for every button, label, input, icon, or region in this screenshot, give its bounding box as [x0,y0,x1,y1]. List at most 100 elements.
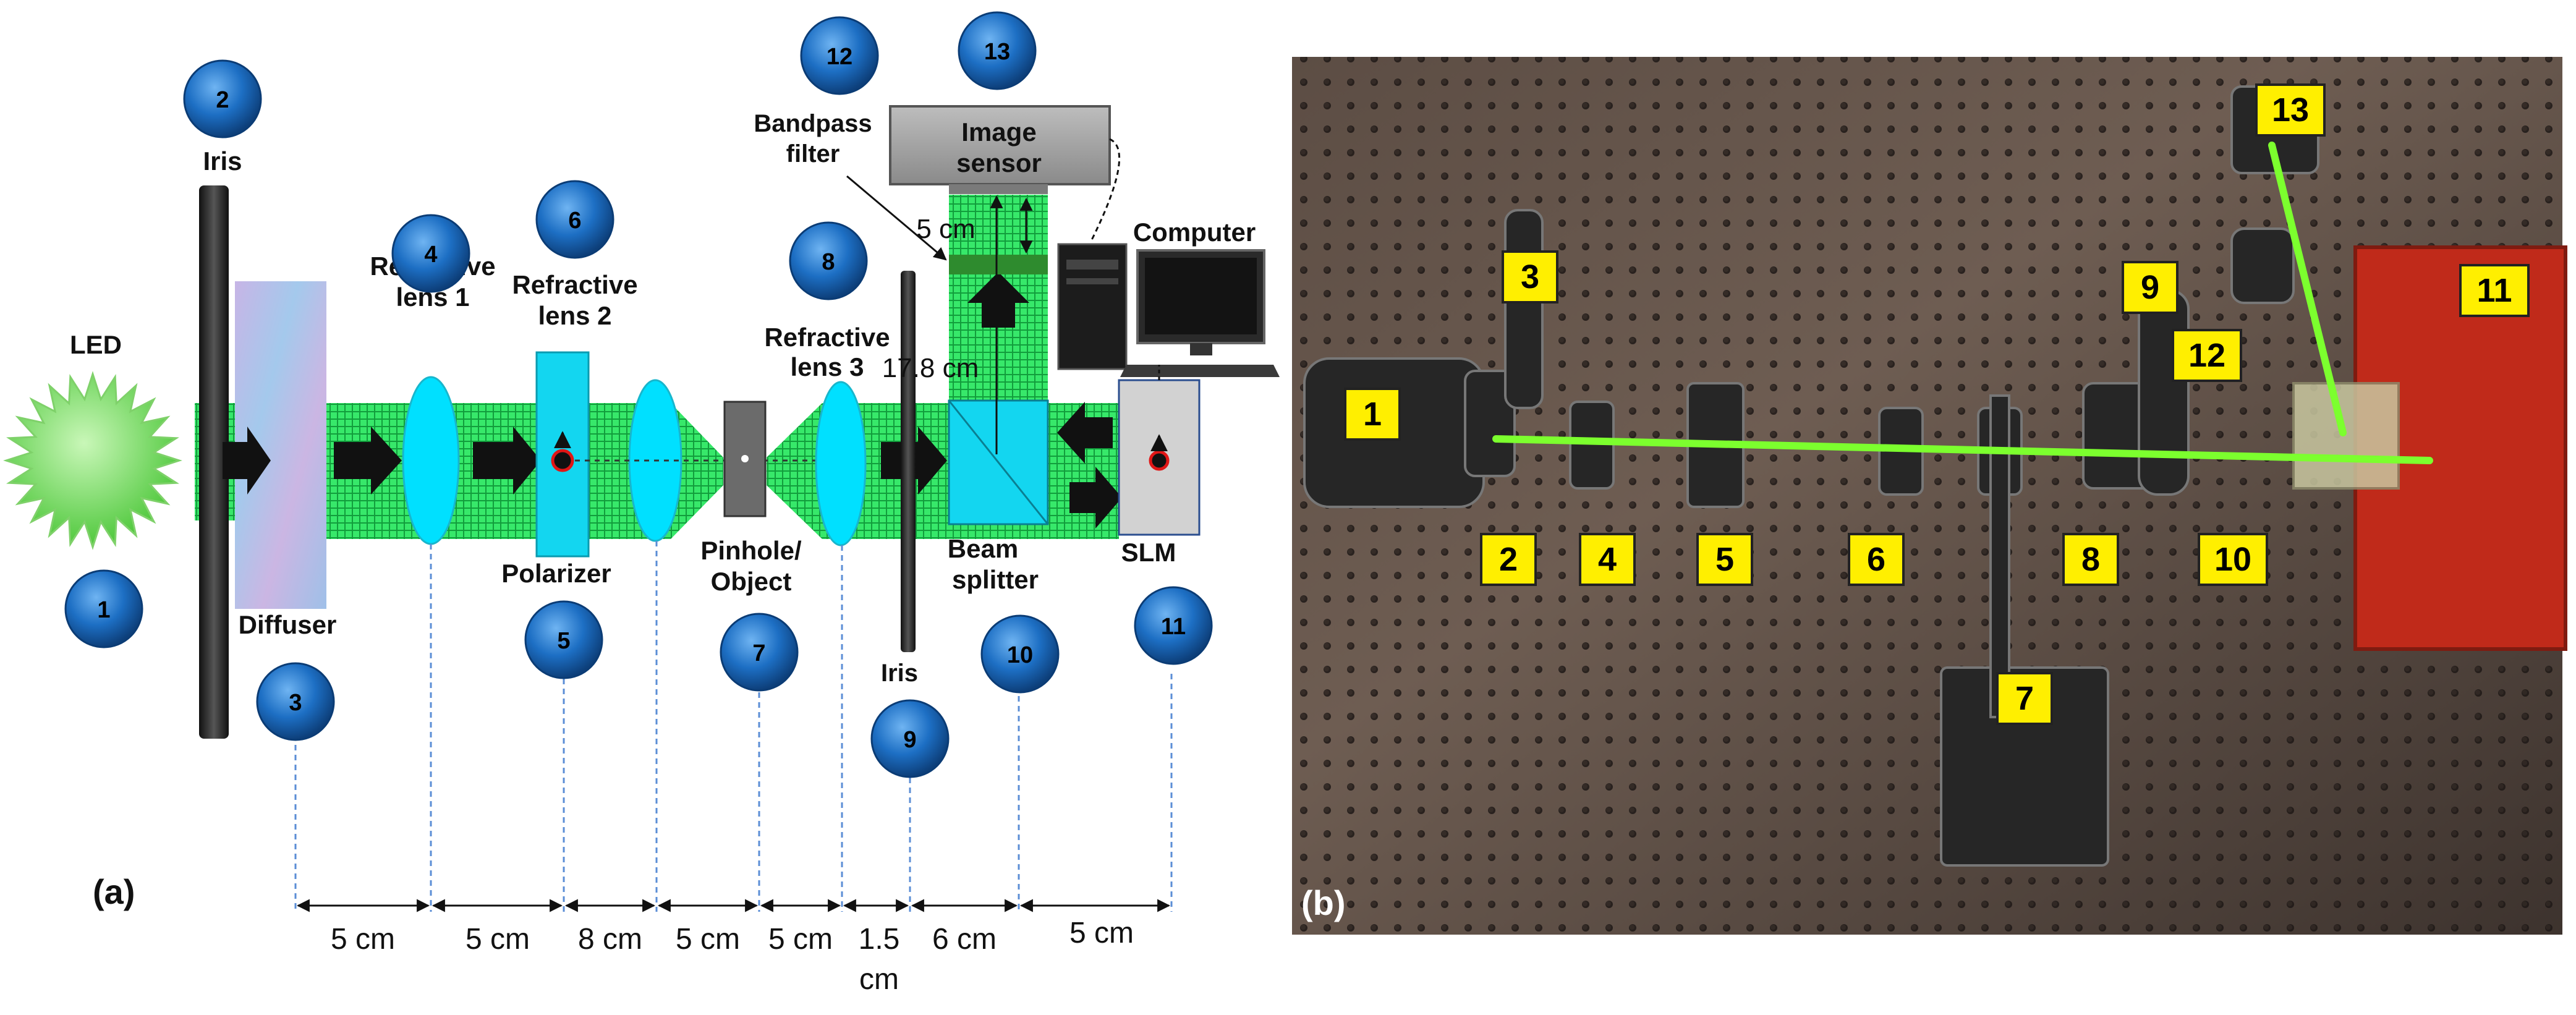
photo-tag-2: 2 [1480,533,1537,586]
beam-splitter-label-line1: Beam [948,534,1018,563]
arrow-up-icon [967,272,1029,328]
photo-tag-number: 2 [1499,541,1518,578]
arrow-icon [473,427,541,495]
reference-lines [294,541,1173,912]
dim-bs-filter-label: 17.8 cm [882,353,979,383]
lens3-label-line1: Refractive [764,323,890,352]
photo-tag-number: 5 [1715,541,1734,578]
computer-label: Computer [1133,218,1256,247]
badge-number: 4 [424,242,437,268]
distance-label: 1.5 [859,923,900,956]
badge-12: 12 [800,16,879,95]
beam-splitter-diagonal [948,400,1049,525]
photo-tag-9: 9 [2122,261,2179,314]
beam-diverge [767,403,822,539]
bandpass-pointer [846,175,947,261]
photo-tag-number: 6 [1867,541,1885,578]
badge-8: 8 [789,221,868,300]
distance-label-unit: cm [859,963,899,996]
photo-tag-13: 13 [2255,83,2326,137]
polarizer-marker [551,449,574,472]
photo-tag-number: 9 [2141,269,2159,306]
badge-13: 13 [958,11,1037,90]
led-label: LED [70,330,122,359]
badge-5: 5 [524,600,603,679]
refractive-lens-3 [815,381,867,546]
distance-label: 5 cm [676,923,740,956]
photo-tag-number: 3 [1521,258,1539,295]
photo-tag-number: 4 [1598,541,1617,578]
photo-tag-7: 7 [1996,672,2053,725]
badge-number: 9 [903,727,916,753]
distance-label: 5 cm [331,923,395,956]
badge-2: 2 [183,59,262,138]
photo-tag-number: 8 [2081,541,2100,578]
photo-tag-number: 10 [2214,541,2251,578]
photo-tag-11: 11 [2459,264,2530,317]
beam-splitter-cube [2292,382,2400,490]
badge-number: 8 [822,249,835,275]
led-star-icon [3,371,182,550]
computer-icon [1057,243,1280,377]
distance-label: 8 cm [578,923,642,956]
dim-filter-sensor-label: 5 cm [916,214,975,244]
photo-tag-4: 4 [1579,533,1636,586]
bandpass-filter [949,255,1048,274]
lens2-label-line1: Refractive [512,270,637,299]
badge-11: 11 [1134,586,1213,665]
pinhole-aperture [741,455,749,462]
arrow-left-icon [1057,402,1113,464]
pinhole-label-line2: Object [711,567,792,596]
photo-tag-number: 11 [2476,272,2512,309]
iris-right-label: Iris [881,660,918,687]
photo-tag-number: 7 [2015,680,2034,717]
iris-left [199,185,229,739]
slm-label: SLM [1121,538,1176,567]
iris-left-label: Iris [203,147,242,176]
badge-6: 6 [535,180,614,259]
badge-9: 9 [870,699,950,778]
lens3-label-line2: lens 3 [790,352,864,381]
laser-beam [1492,435,2433,464]
badge-number: 13 [984,39,1010,65]
badge-number: 7 [752,640,765,666]
beam-converge [671,403,723,539]
pinhole-label-line1: Pinhole/ [700,536,802,565]
breadboard-holes [1292,57,2562,935]
panel-b-label: (b) [1301,883,1346,922]
badge-number: 1 [97,597,110,623]
photo-tag-number: 13 [2272,91,2309,129]
panel-a-label: (a) [93,872,135,911]
arrow-icon [1069,467,1122,529]
iris-right [901,271,916,652]
badge-10: 10 [980,614,1060,694]
distance-label: 5 cm [465,923,530,956]
photo-tag-number: 12 [2188,337,2225,374]
badge-number: 11 [1161,614,1186,640]
slm-marker [1149,450,1170,471]
distance-labels: 5 cm 5 cm 8 cm 5 cm 5 cm 1.5 cm 6 cm 5 c… [331,917,1134,996]
lens2-label-line2: lens 2 [538,301,611,330]
image-sensor-mount [949,184,1048,194]
photo-tag-6: 6 [1848,533,1905,586]
bandpass-label-line1: Bandpass [754,110,872,137]
badge-1: 1 [64,569,143,648]
badge-3: 3 [256,662,335,741]
diffuser-label: Diffuser [239,610,337,639]
distance-label: 5 cm [768,923,833,956]
badge-number: 3 [289,690,302,716]
distance-label: 6 cm [932,923,997,956]
photo-tag-1: 1 [1344,388,1401,441]
polarizer-label: Polarizer [501,559,611,588]
badge-number: 12 [827,44,852,70]
badge-number: 6 [568,208,581,234]
bandpass-label-line2: filter [786,140,840,168]
image-sensor-label-line1: Image [961,117,1036,147]
refractive-lens-1 [402,376,460,545]
photo-tag-3: 3 [1502,250,1558,304]
image-sensor-label-line2: sensor [956,148,1042,177]
